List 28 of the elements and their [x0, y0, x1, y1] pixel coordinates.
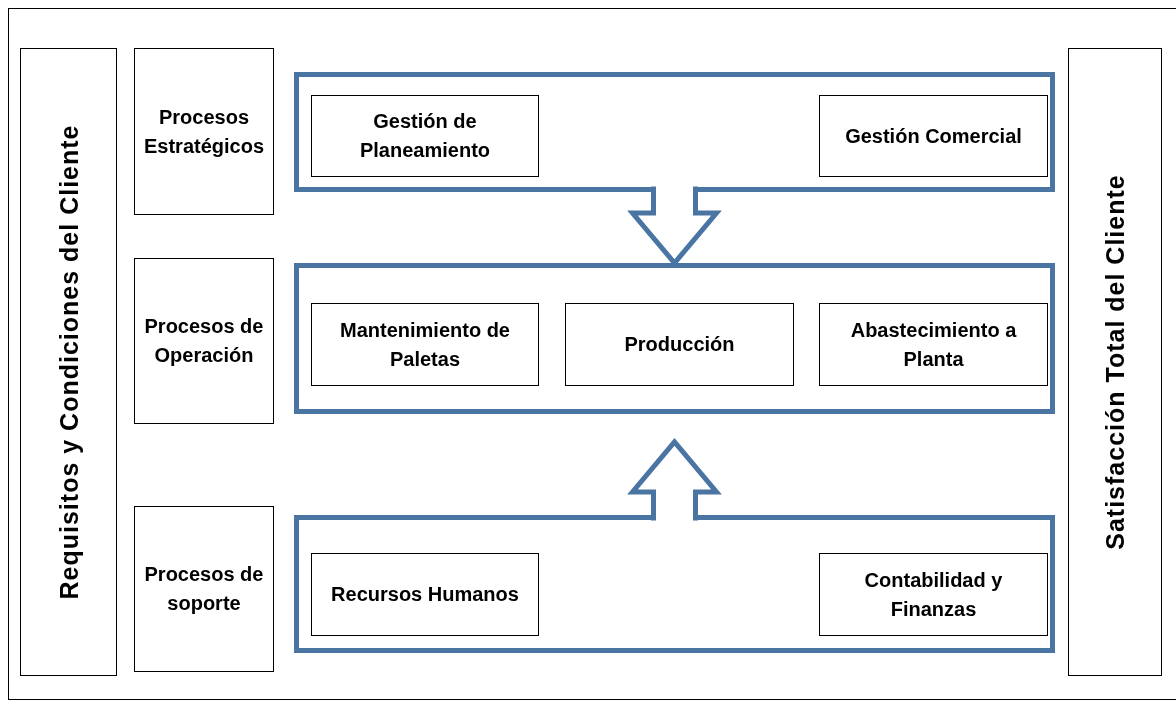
process-label: Abastecimiento a Planta — [849, 317, 1018, 372]
block-arrow — [627, 438, 722, 523]
category-label: Procesos de soporte — [143, 562, 265, 616]
group-frame — [294, 72, 1055, 192]
category-box — [134, 506, 274, 672]
side-banner — [1068, 48, 1162, 676]
process-box — [311, 553, 539, 636]
process-box — [311, 303, 539, 386]
group-frame — [294, 263, 1055, 414]
process-box — [311, 95, 539, 177]
process-label: Gestión Comercial — [845, 123, 1022, 149]
process-label: Mantenimiento de Paletas — [339, 317, 511, 372]
process-box — [819, 553, 1048, 636]
category-box — [134, 48, 274, 215]
banner-text: Satisfacción Total del Cliente — [1099, 174, 1130, 550]
category-label: Procesos de Operación — [143, 314, 265, 368]
process-label: Producción — [624, 332, 735, 357]
banner-text: Requisitos y Condiciones del Cliente — [53, 124, 84, 600]
category-box — [134, 258, 274, 424]
process-label: Gestión de Planeamiento — [358, 109, 491, 163]
process-box — [819, 303, 1048, 386]
process-box — [565, 303, 794, 386]
category-label: Procesos Estratégicos — [142, 104, 266, 159]
process-label: Contabilidad y Finanzas — [863, 567, 1004, 622]
process-label: Recursos Humanos — [331, 582, 519, 607]
group-frame — [294, 515, 1055, 653]
process-box — [819, 95, 1048, 177]
side-banner — [20, 48, 117, 676]
